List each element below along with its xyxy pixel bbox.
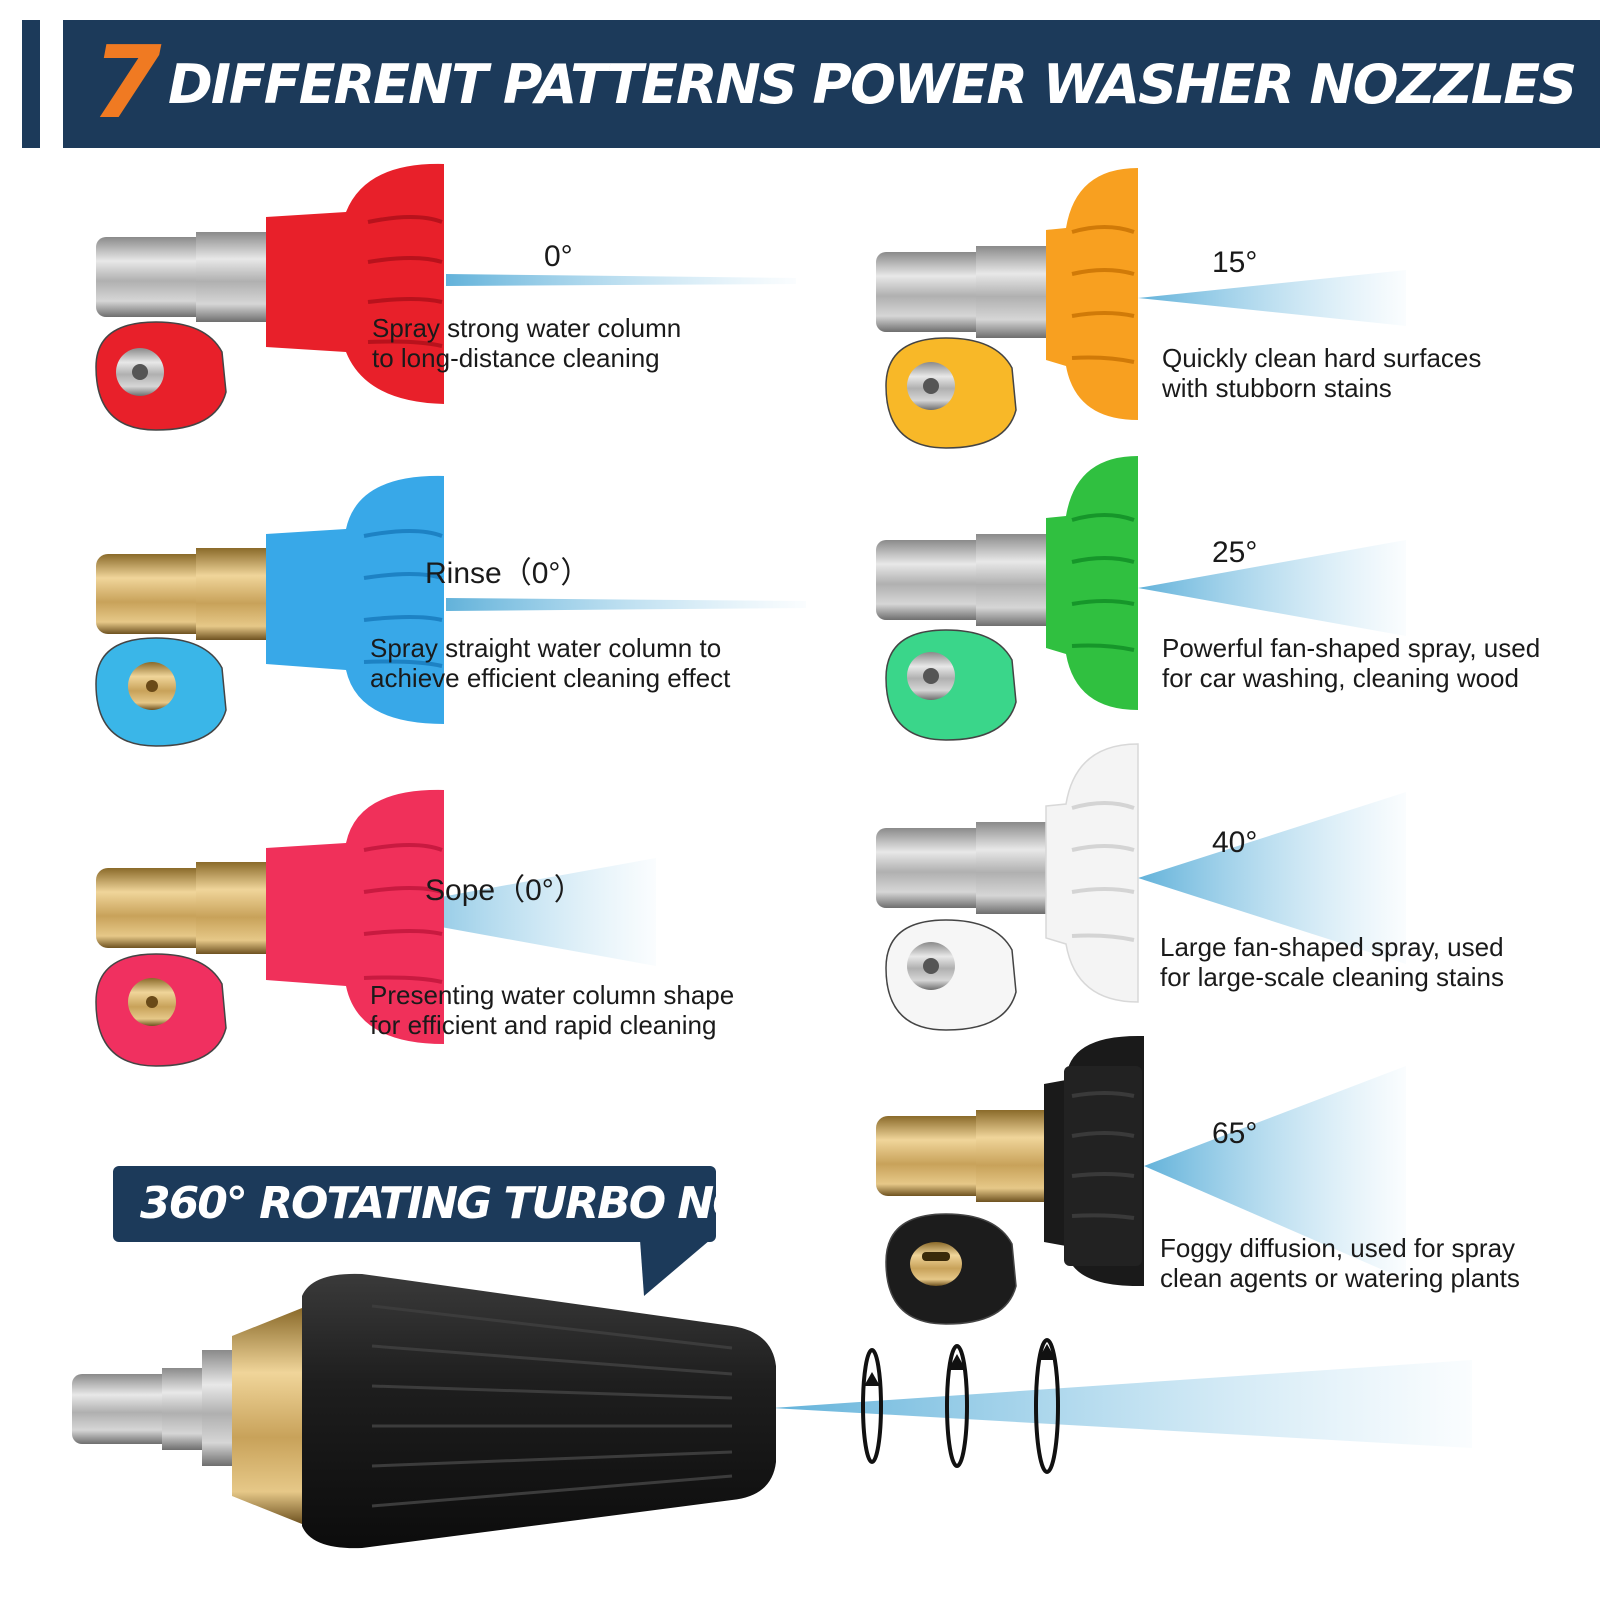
description-line: for large-scale cleaning stains xyxy=(1160,962,1504,992)
nozzle-cap xyxy=(266,789,444,1044)
nozzle-cap xyxy=(1046,456,1138,710)
description-line: clean agents or watering plants xyxy=(1160,1263,1520,1293)
nozzle-description: Quickly clean hard surfaces with stubbor… xyxy=(1162,343,1481,403)
description-line: Quickly clean hard surfaces xyxy=(1162,343,1482,373)
spray-fan xyxy=(358,858,656,966)
description-line: Large fan-shaped spray, used xyxy=(1160,932,1504,962)
spray-fan xyxy=(1144,1066,1406,1280)
description-line: to long-distance cleaning xyxy=(372,343,660,373)
spray-jet xyxy=(446,598,806,611)
spray-fan xyxy=(1138,792,1406,964)
description-line: for efficient and rapid cleaning xyxy=(370,1010,717,1040)
nozzle-label: 15° xyxy=(1212,246,1258,279)
nozzle-description: Presenting water column shape for effici… xyxy=(370,980,734,1040)
nozzle-label: 0° xyxy=(544,240,573,273)
banner-accent-bar xyxy=(22,20,40,148)
description-line: for car washing, cleaning wood xyxy=(1162,663,1519,693)
brass-hex xyxy=(232,1308,302,1524)
rubber-body xyxy=(302,1273,776,1549)
nozzle-description: Spray strong water column to long-distan… xyxy=(372,313,681,373)
description-line: Spray straight water column to xyxy=(370,633,722,663)
title-banner xyxy=(63,20,1600,148)
nozzle-description: Spray straight water column to achieve e… xyxy=(370,633,730,693)
nozzle-cap xyxy=(1045,743,1139,1003)
nozzle-description: Foggy diffusion, used for spray clean ag… xyxy=(1160,1233,1520,1293)
rotation-arrows xyxy=(861,1338,1060,1474)
nozzle-label: 25° xyxy=(1212,536,1258,569)
banner-title: DIFFERENT PATTERNS POWER WASHER NOZZLES xyxy=(168,53,1577,116)
nozzle-3-orange xyxy=(876,168,1406,449)
nozzle-6-black xyxy=(876,1036,1406,1325)
turbo-nozzle xyxy=(72,1273,1472,1549)
spray-fan xyxy=(1138,540,1406,636)
nozzle-description: Powerful fan-shaped spray, used for car … xyxy=(1162,633,1540,693)
description-line: Presenting water column shape xyxy=(370,980,735,1010)
turbo-spray xyxy=(772,1360,1472,1448)
nozzle-cap xyxy=(266,163,444,404)
description-line: Spray strong water column xyxy=(372,313,682,343)
nozzle-label: 40° xyxy=(1212,826,1258,859)
description-line: Foggy diffusion, used for spray xyxy=(1160,1233,1516,1263)
spray-fan xyxy=(1138,270,1406,326)
description-line: with stubborn stains xyxy=(1162,373,1392,403)
turbo-callout-box xyxy=(113,1166,716,1242)
description-line: Powerful fan-shaped spray, used xyxy=(1162,633,1541,663)
nozzle-4-green xyxy=(876,456,1406,741)
turbo-title: 360° ROTATING TURBO NOZZLE xyxy=(140,1178,864,1229)
spray-jet xyxy=(446,274,796,286)
nozzle-label: 65° xyxy=(1212,1117,1258,1150)
nozzle-5-white xyxy=(876,743,1406,1031)
nozzle-description: Large fan-shaped spray, used for large-s… xyxy=(1160,932,1504,992)
nozzle-label: Rinse（0°） xyxy=(425,557,591,590)
description-line: achieve efficient cleaning effect xyxy=(370,663,731,693)
nozzle-cap xyxy=(1046,168,1138,420)
nozzle-1-blue xyxy=(95,475,806,747)
callout-pointer xyxy=(640,1240,710,1296)
nozzle-0-red xyxy=(95,163,796,431)
nozzle-2-pink xyxy=(95,789,656,1067)
steel-fitting xyxy=(72,1374,172,1444)
banner-number: 7 xyxy=(92,24,162,141)
nozzle-label: Sope（0°） xyxy=(425,874,584,907)
